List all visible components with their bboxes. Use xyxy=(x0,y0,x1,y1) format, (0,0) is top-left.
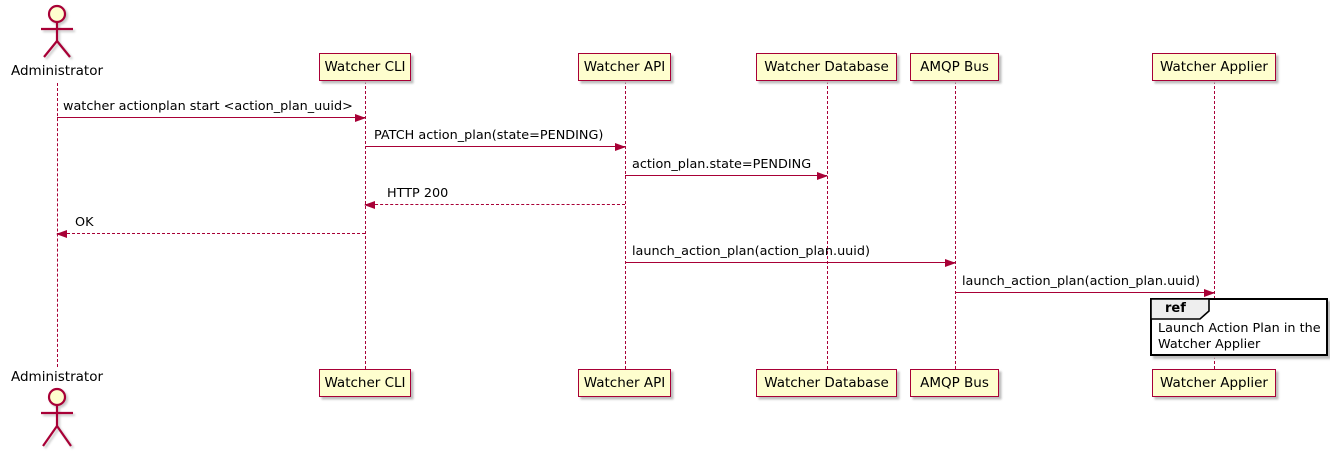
participant-watcher-applier-top: Watcher Applier xyxy=(1152,53,1276,81)
message-2-arrow xyxy=(365,143,626,151)
ref-header-pentagon-icon xyxy=(1151,299,1210,320)
ref-fragment: ref Launch Action Plan in the Watcher Ap… xyxy=(1150,298,1328,356)
message-1-label: watcher actionplan start <action_plan_uu… xyxy=(63,99,353,114)
arrowhead-right-icon xyxy=(945,259,956,267)
ref-text-line-2: Watcher Applier xyxy=(1158,337,1261,352)
message-2-label: PATCH action_plan(state=PENDING) xyxy=(374,128,604,143)
message-7-label: launch_action_plan(action_plan.uuid) xyxy=(962,274,1200,289)
arrowhead-right-icon xyxy=(817,172,828,180)
message-5-label: OK xyxy=(75,215,94,230)
message-6-arrow xyxy=(625,259,956,267)
ref-keyword: ref xyxy=(1165,301,1186,316)
lifeline-amqp-bus xyxy=(954,81,956,369)
participant-amqp-bus-bottom: AMQP Bus xyxy=(910,369,999,397)
actor-administrator-top-label: Administrator xyxy=(10,63,104,79)
message-6-label: launch_action_plan(action_plan.uuid) xyxy=(632,244,870,259)
arrowhead-right-icon xyxy=(355,114,366,122)
participant-watcher-cli-bottom: Watcher CLI xyxy=(319,369,411,397)
ref-text-line-1: Launch Action Plan in the xyxy=(1158,321,1321,336)
participant-watcher-database-bottom: Watcher Database xyxy=(756,369,897,397)
message-5-arrow xyxy=(56,230,365,238)
participant-watcher-cli-top: Watcher CLI xyxy=(319,53,411,81)
lifeline-administrator xyxy=(56,83,58,367)
lifeline-watcher-cli xyxy=(364,81,366,369)
message-3-label: action_plan.state=PENDING xyxy=(632,157,812,172)
participant-watcher-api-top: Watcher API xyxy=(578,53,671,81)
participant-watcher-database-top: Watcher Database xyxy=(756,53,897,81)
arrowhead-left-icon xyxy=(364,201,375,209)
lifeline-watcher-applier xyxy=(1213,81,1215,369)
participant-watcher-api-bottom: Watcher API xyxy=(578,369,671,397)
participant-watcher-applier-bottom: Watcher Applier xyxy=(1152,369,1276,397)
arrowhead-left-icon xyxy=(56,230,67,238)
message-1-arrow xyxy=(57,114,366,122)
message-4-arrow xyxy=(364,201,625,209)
lifeline-watcher-database xyxy=(826,81,828,369)
lifeline-watcher-api xyxy=(624,81,626,369)
ref-text: Launch Action Plan in the Watcher Applie… xyxy=(1158,321,1321,353)
message-4-label: HTTP 200 xyxy=(387,186,449,201)
arrowhead-right-icon xyxy=(615,143,626,151)
message-3-arrow xyxy=(625,172,828,180)
actor-administrator-bottom-label: Administrator xyxy=(10,369,104,385)
message-7-arrow xyxy=(955,289,1215,297)
actor-administrator-bottom-icon xyxy=(41,387,73,447)
arrowhead-right-icon xyxy=(1204,289,1215,297)
participant-amqp-bus-top: AMQP Bus xyxy=(910,53,999,81)
actor-administrator-top-icon xyxy=(41,4,73,58)
